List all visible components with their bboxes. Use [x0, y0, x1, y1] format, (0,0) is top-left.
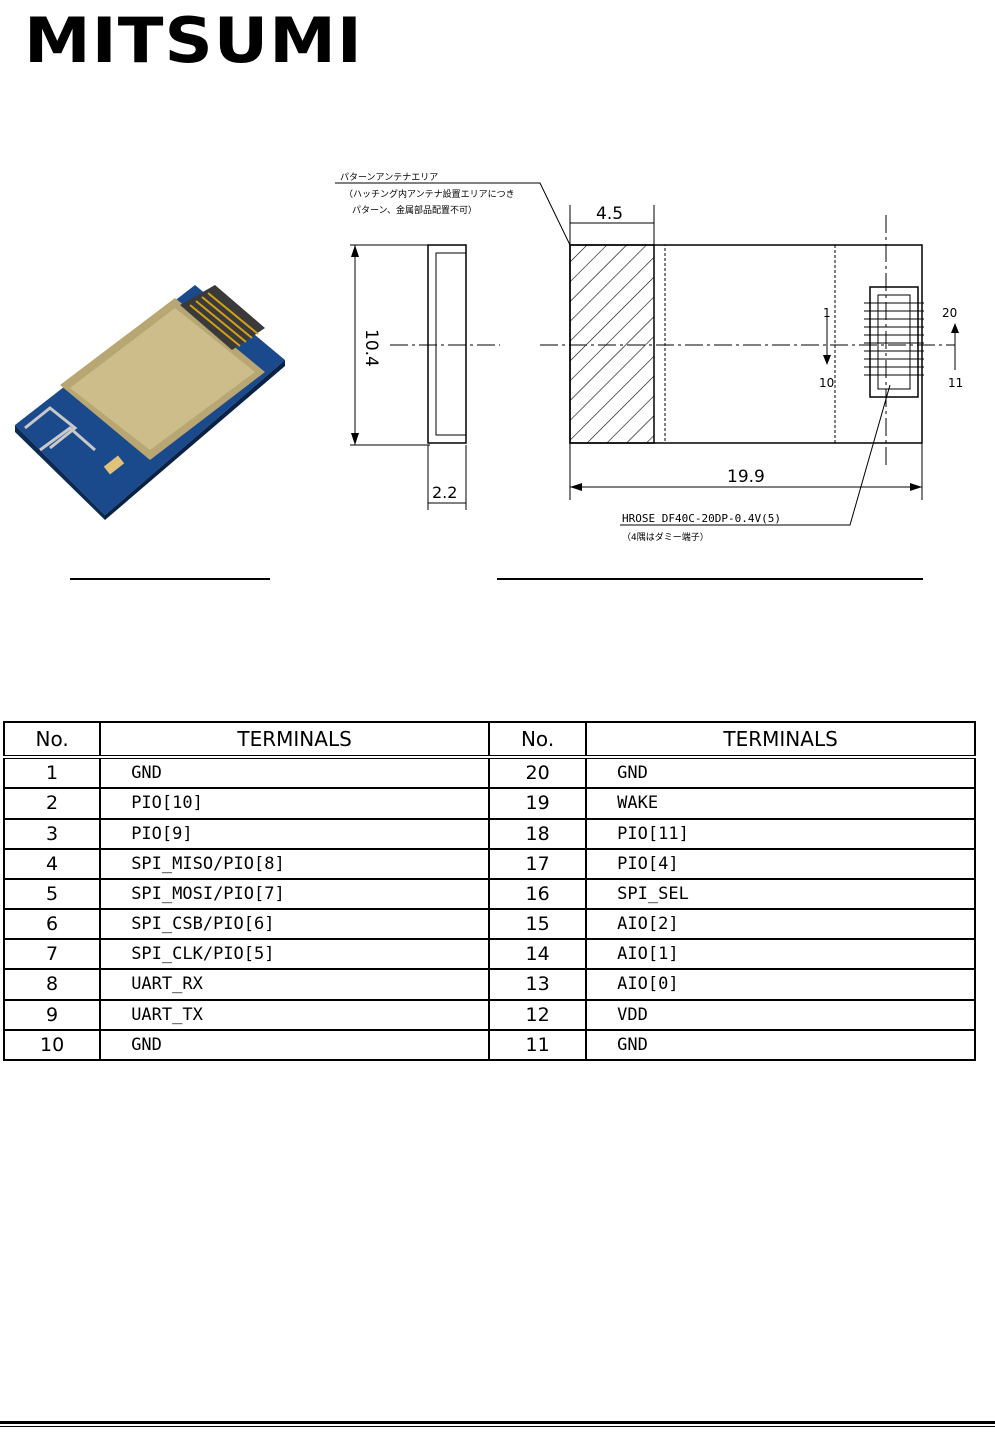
- pin-no: 4: [2, 847, 102, 880]
- pin-terminal: VDD: [585, 998, 976, 1031]
- pin-label-10: 10: [819, 376, 834, 390]
- pin-terminal: PIO[9]: [99, 817, 490, 850]
- pin-terminal: PIO[4]: [585, 847, 976, 880]
- table-row: 9 UART_TX 12 VDD: [2, 998, 976, 1031]
- pin-no: 2: [2, 787, 102, 820]
- pin-no: 3: [2, 817, 102, 850]
- pin-terminal: SPI_CLK/PIO[5]: [99, 938, 490, 971]
- dim-length: 19.9: [727, 467, 765, 487]
- pin-no: 9: [2, 998, 102, 1031]
- table-header-row: No. TERMINALS No. TERMINALS: [2, 720, 976, 760]
- table-row: 6 SPI_CSB/PIO[6] 15 AIO[2]: [2, 908, 976, 941]
- pin-no: 18: [487, 817, 588, 850]
- connector-note-1: HROSE DF40C-20DP-0.4V(5): [622, 512, 781, 525]
- pin-no: 13: [487, 968, 588, 1001]
- pin-no: 12: [487, 998, 588, 1031]
- pin-terminal: GND: [99, 756, 490, 790]
- pin-no: 14: [487, 938, 588, 971]
- pin-no: 6: [2, 908, 102, 941]
- pin-terminal: AIO[2]: [585, 908, 976, 941]
- table-row: 2 PIO[10] 19 WAKE: [2, 787, 976, 820]
- footer-rule: [0, 1421, 995, 1427]
- pin-terminal: UART_TX: [99, 998, 490, 1031]
- pin-no: 16: [487, 877, 588, 911]
- pin-no: 19: [487, 787, 588, 820]
- pin-no: 7: [2, 938, 102, 971]
- antenna-note-3: パターン、金属部品配置不可）: [352, 204, 477, 216]
- dim-thickness: 2.2: [432, 483, 457, 502]
- pin-no: 5: [2, 877, 102, 911]
- table-row: 4 SPI_MISO/PIO[8] 17 PIO[4]: [2, 847, 976, 880]
- pin-no: 8: [2, 968, 102, 1001]
- mechanical-drawing: パターンアンテナエリア （ハッチング内アンテナ設置エリアにつき パターン、金属部…: [335, 172, 963, 543]
- pin-label-20: 20: [942, 306, 957, 320]
- header-terminals-right: TERMINALS: [585, 720, 976, 760]
- header-no-left: No.: [2, 720, 102, 760]
- table-row: 1 GND 20 GND: [2, 756, 976, 790]
- pin-terminal: PIO[10]: [99, 787, 490, 820]
- antenna-note-2: （ハッチング内アンテナ設置エリアにつき: [344, 188, 515, 200]
- pin-terminal: GND: [585, 756, 976, 790]
- pin-terminal: UART_RX: [99, 968, 490, 1001]
- photo-underline: [70, 578, 270, 580]
- terminal-table: No. TERMINALS No. TERMINALS 1 GND 20 GND…: [2, 720, 976, 1062]
- pin-terminal: AIO[0]: [585, 968, 976, 1001]
- table-row: 3 PIO[9] 18 PIO[11]: [2, 817, 976, 850]
- table-row: 10 GND 11 GND: [2, 1028, 976, 1062]
- pin-terminal: GND: [99, 1028, 490, 1062]
- pin-terminal: SPI_SEL: [585, 877, 976, 911]
- table-row: 5 SPI_MOSI/PIO[7] 16 SPI_SEL: [2, 877, 976, 911]
- module-photo: [15, 285, 285, 520]
- pin-no: 20: [487, 756, 588, 790]
- antenna-note-1: パターンアンテナエリア: [340, 172, 438, 183]
- pin-no: 10: [2, 1028, 102, 1062]
- pin-label-1: 1: [823, 306, 831, 320]
- table-row: 8 UART_RX 13 AIO[0]: [2, 968, 976, 1001]
- dim-height: 10.4: [361, 329, 381, 367]
- dim-width-antenna: 4.5: [596, 204, 623, 224]
- pin-label-11: 11: [948, 376, 963, 390]
- mitsumi-logo: MITSUMI: [24, 4, 363, 77]
- table-row: 7 SPI_CLK/PIO[5] 14 AIO[1]: [2, 938, 976, 971]
- pin-terminal: AIO[1]: [585, 938, 976, 971]
- pin-terminal: GND: [585, 1028, 976, 1062]
- pin-terminal: PIO[11]: [585, 817, 976, 850]
- header-terminals-left: TERMINALS: [99, 720, 490, 760]
- pin-no: 1: [2, 756, 102, 790]
- header-no-right: No.: [487, 720, 588, 760]
- drawing-underline: [497, 578, 923, 580]
- pin-no: 15: [487, 908, 588, 941]
- pin-terminal: SPI_CSB/PIO[6]: [99, 908, 490, 941]
- pin-terminal: WAKE: [585, 787, 976, 820]
- pin-terminal: SPI_MOSI/PIO[7]: [99, 877, 490, 911]
- pin-no: 17: [487, 847, 588, 880]
- pin-terminal: SPI_MISO/PIO[8]: [99, 847, 490, 880]
- connector-note-2: （4隅はダミー端子）: [622, 531, 709, 543]
- pin-no: 11: [487, 1028, 588, 1062]
